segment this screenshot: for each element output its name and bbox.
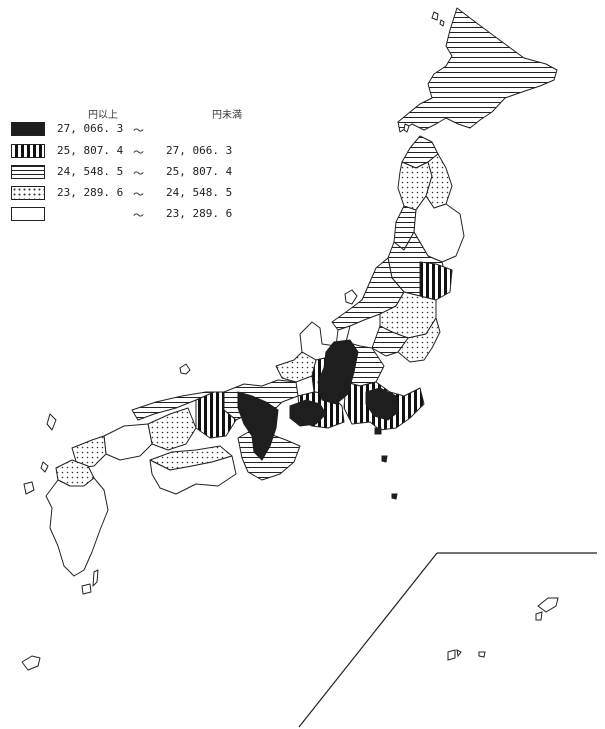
island-ogasawara-4: [456, 649, 462, 658]
region-ibaraki: [419, 261, 453, 301]
legend-header-upper: 円未満: [212, 110, 242, 121]
legend-row: ～ 23, 289. 6: [11, 206, 232, 222]
region-kyushu: [45, 477, 109, 577]
region-kanagawa-solid: [365, 387, 399, 421]
legend-to: 25, 807. 4: [166, 165, 233, 178]
region-aichi-solid: [289, 399, 327, 427]
legend-row: 27, 066. 3 ～: [11, 121, 144, 137]
island-rebun: [439, 19, 445, 27]
region-hyogo: [195, 391, 237, 439]
legend-swatch-hstripe: [11, 165, 45, 179]
legend-to: 27, 066. 3: [166, 144, 233, 157]
legend-row: 23, 289. 6 ～ 24, 548. 5: [11, 185, 232, 201]
legend-swatch-solid: [11, 122, 45, 136]
inset-border-diagonal: [298, 552, 438, 728]
island-tsushima: [46, 413, 57, 431]
island-izu: [381, 455, 388, 463]
legend-separator: ～: [133, 167, 144, 180]
legend-header-lower: 円以上: [88, 110, 118, 121]
island-sado: [344, 289, 358, 305]
region-shikoku-south: [149, 455, 237, 495]
region-hokkaido: [397, 7, 558, 133]
legend-from: 25, 807. 4: [57, 144, 124, 157]
region-niigata: [331, 257, 405, 331]
legend-from: 27, 066. 3: [57, 122, 124, 135]
island-ogasawara-1: [537, 597, 559, 613]
legend-swatch-dot: [11, 186, 45, 200]
legend-separator: ～: [133, 188, 144, 201]
legend-swatch-blank: [11, 207, 45, 221]
legend-row: 24, 548. 5 ～ 25, 807. 4: [11, 164, 232, 180]
legend-to: 23, 289. 6: [166, 207, 233, 220]
legend-to: 24, 548. 5: [166, 186, 233, 199]
region-saitama-tokyo-solid: [317, 339, 359, 405]
legend-separator: ～: [133, 209, 144, 222]
island-oki: [179, 363, 191, 375]
island-goto: [23, 481, 35, 495]
region-hiroshima: [103, 423, 153, 461]
island-kozu: [374, 427, 382, 435]
legend-from: 23, 289. 6: [57, 186, 124, 199]
island-ogasawara-2: [535, 611, 543, 621]
island-ogasawara-3: [447, 649, 456, 661]
island-iki: [40, 461, 49, 473]
island-ogasawara-5: [478, 651, 486, 658]
region-tottori-shimane: [131, 391, 215, 421]
region-chiba: [397, 317, 441, 363]
legend-separator: ～: [133, 124, 144, 137]
island-amami: [21, 655, 41, 671]
region-okayama: [147, 407, 197, 451]
island-miyake: [391, 493, 398, 500]
island-tanegashima: [92, 569, 99, 587]
legend-separator: ～: [133, 146, 144, 159]
island-okushiri: [403, 123, 410, 133]
region-fukui: [275, 351, 317, 383]
legend-row: 25, 807. 4 ～ 27, 066. 3: [11, 143, 232, 159]
island-yakushima: [81, 583, 92, 595]
region-osaka-solid: [237, 391, 279, 461]
legend-from: 24, 548. 5: [57, 165, 124, 178]
island-rishiri: [431, 11, 439, 21]
legend-swatch-vstripe: [11, 144, 45, 158]
